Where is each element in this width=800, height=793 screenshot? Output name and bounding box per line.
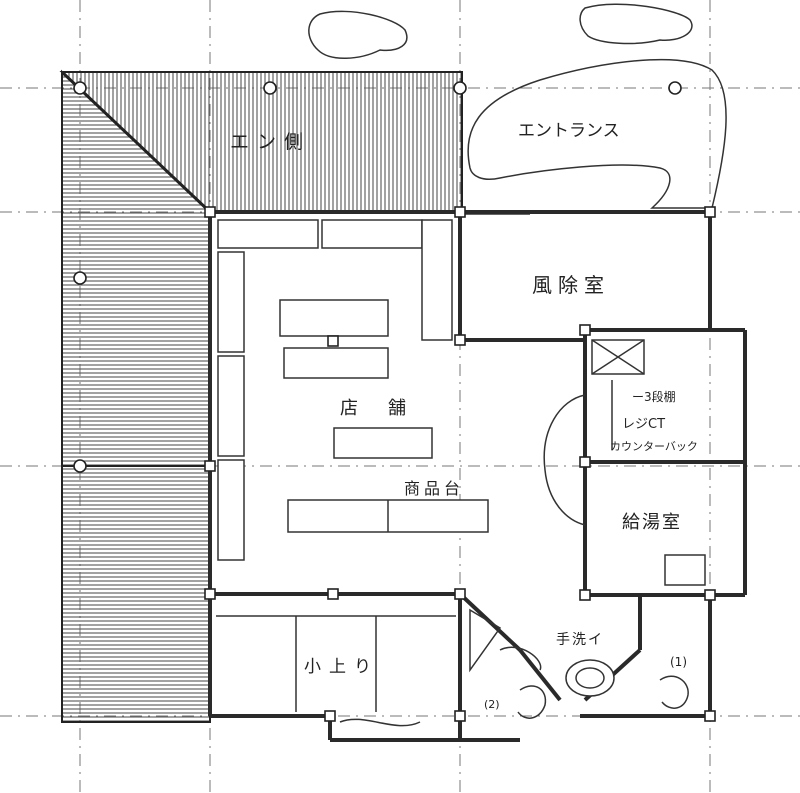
entrance-terrace	[467, 58, 727, 209]
counter-fixtures	[543, 339, 706, 586]
display-tables	[279, 299, 489, 533]
agari-panels	[216, 615, 456, 727]
label-toilet: 手洗イ	[556, 632, 604, 648]
label-wind-room: 風除室	[532, 273, 610, 297]
label-store: 店舗	[340, 398, 436, 419]
label-kitchenette: 給湯室	[622, 512, 682, 533]
label-counter-note-3: カウンターバック	[610, 440, 698, 453]
label-counter-note-2: レジCT	[622, 417, 665, 432]
label-entrance: エントランス	[518, 121, 620, 141]
stepping-stone	[579, 3, 693, 45]
label-agari: 小上り	[304, 657, 379, 677]
deck-diagonal	[60, 70, 212, 214]
label-counter-note-1: ー3段棚	[632, 389, 676, 404]
label-mark-2: (2)	[484, 698, 500, 711]
label-mark-1: (1)	[670, 655, 687, 669]
square-columns	[204, 206, 716, 722]
room-labels: エン側 エントランス 風除室 店舗 商品台 ー3段棚 レジCT カウンターバック…	[230, 121, 698, 711]
outer-walls	[208, 210, 747, 742]
interior-walls	[210, 212, 745, 740]
toilet-fixtures	[469, 608, 689, 719]
label-en-side: エン側	[230, 131, 311, 153]
label-display-table: 商品台	[404, 479, 464, 498]
deck-columns	[73, 81, 682, 473]
shelving	[217, 219, 453, 561]
stepping-stone	[308, 10, 408, 59]
en-side-deck-lower	[61, 465, 211, 723]
